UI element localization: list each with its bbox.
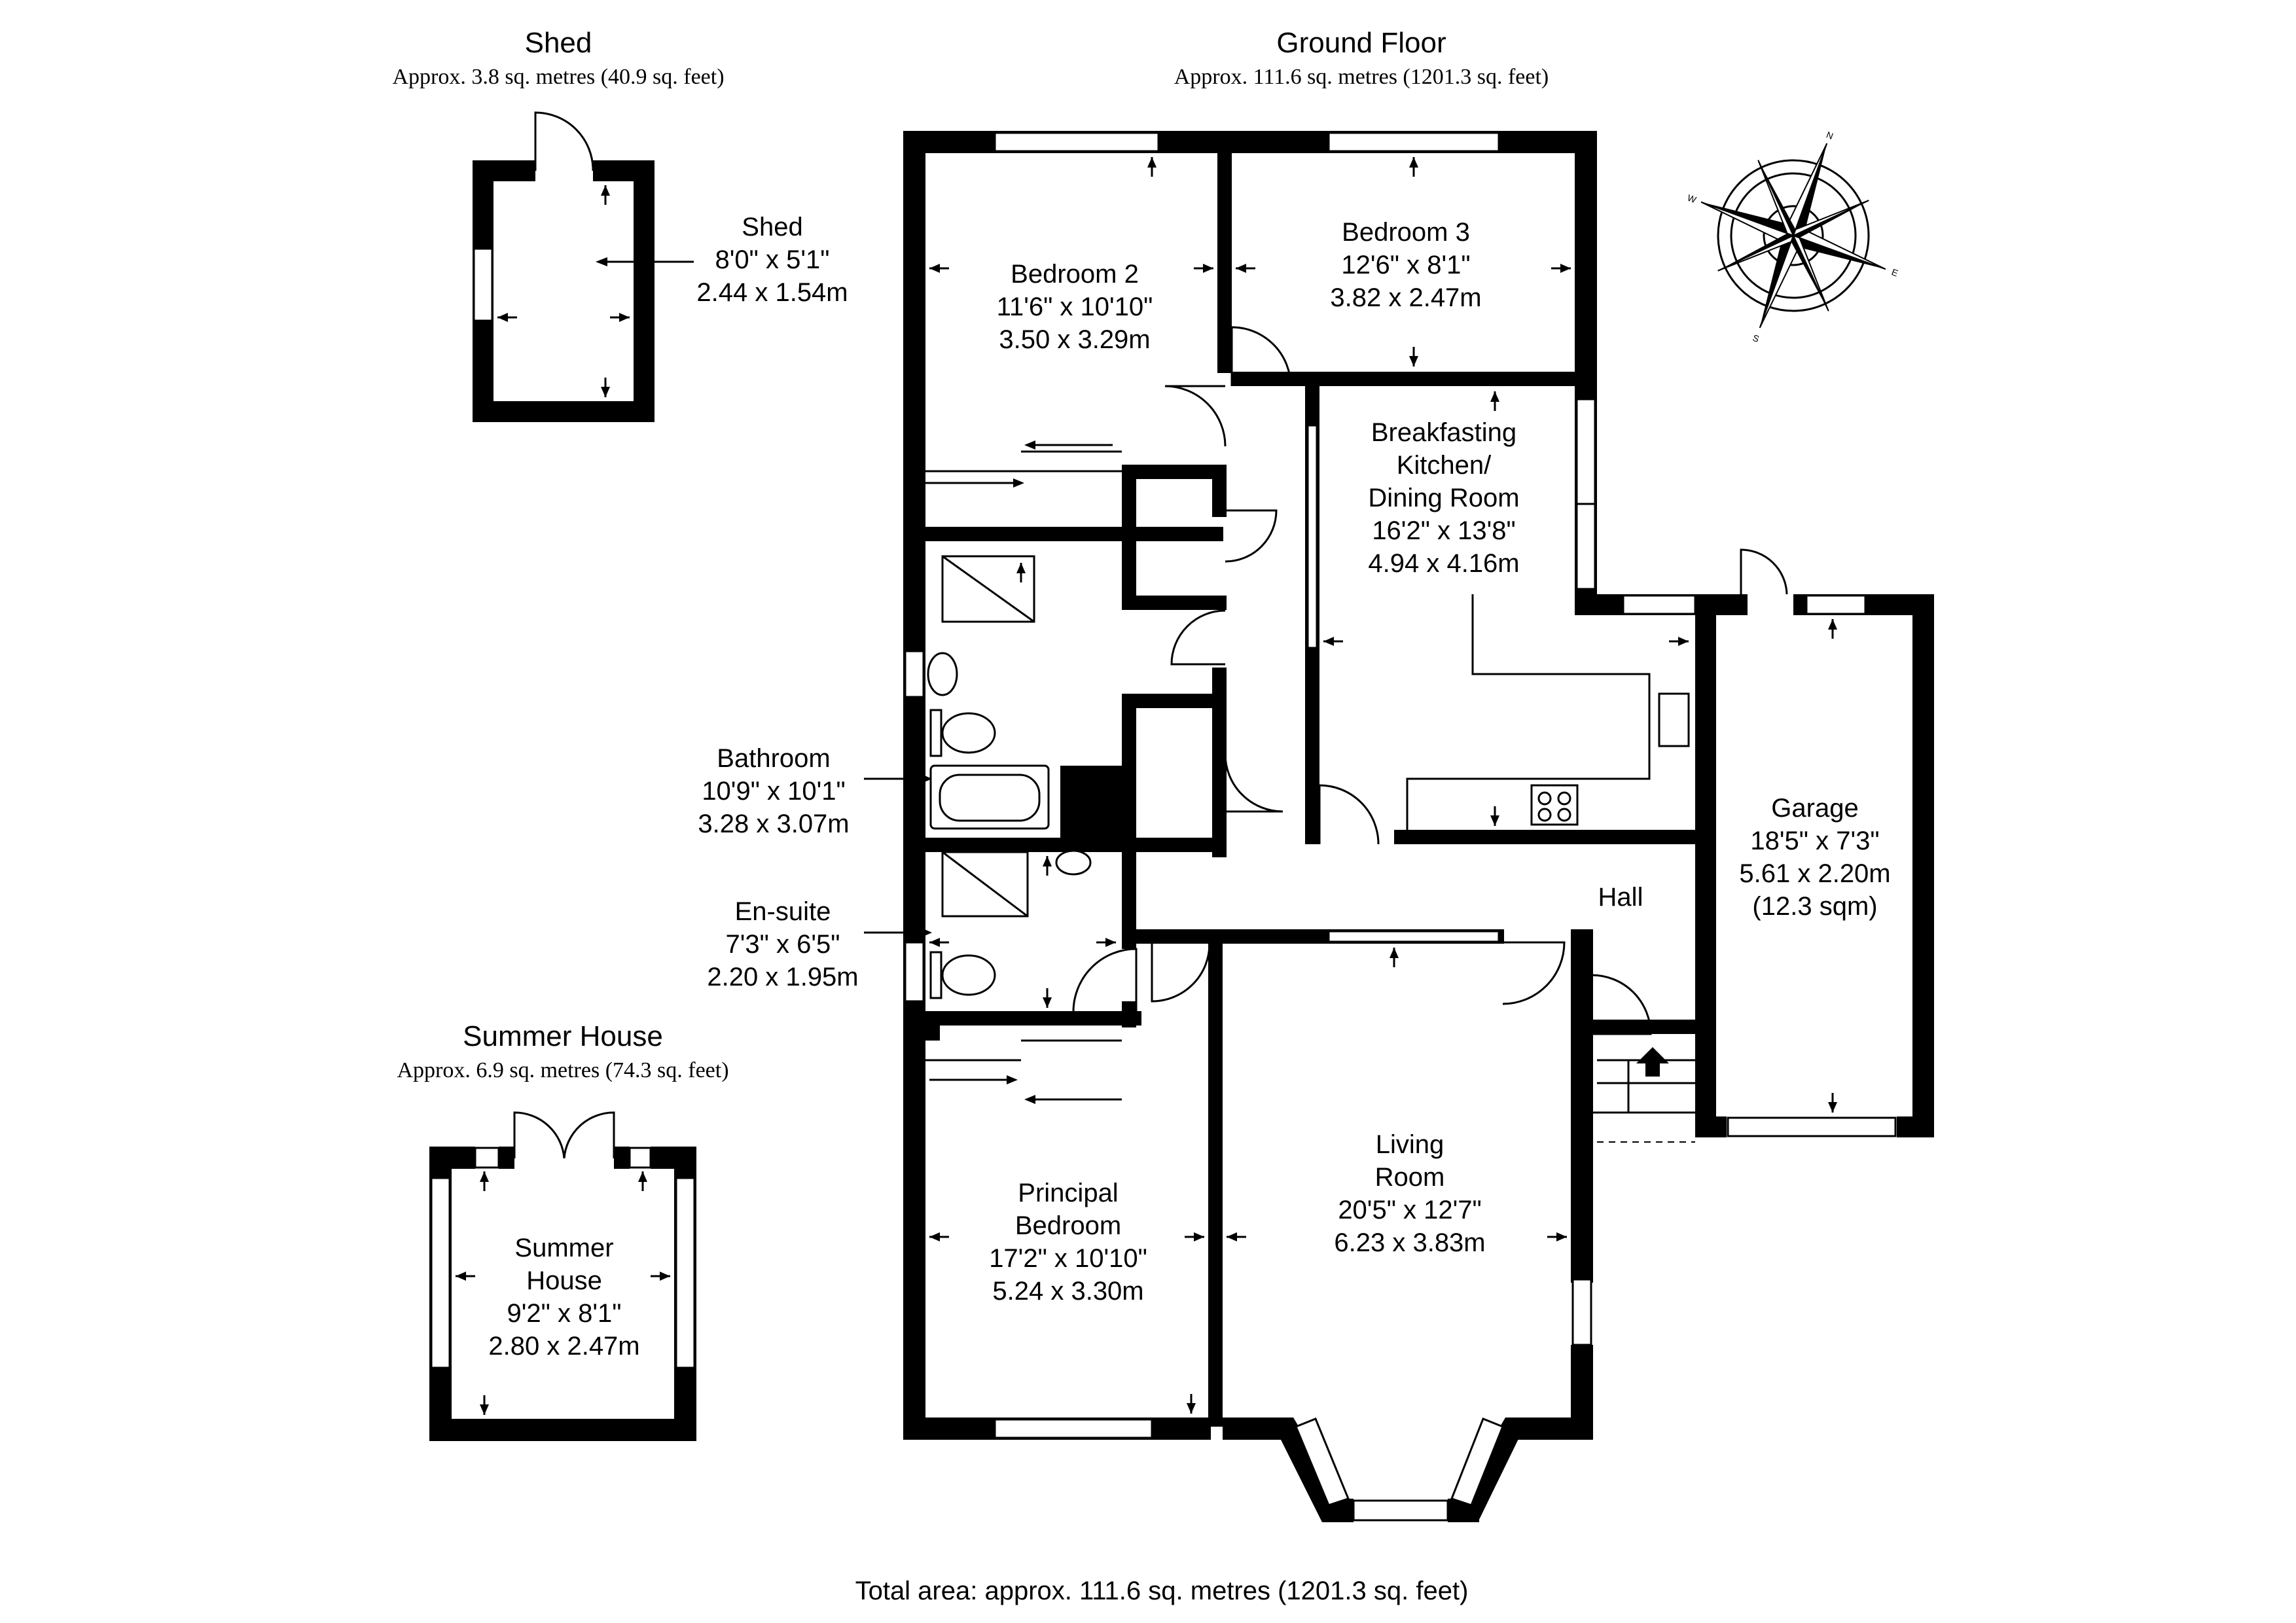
bedroom2-name: Bedroom 2 [1011, 260, 1139, 289]
shed-title: Shed [525, 27, 592, 59]
compass-s: S [1751, 332, 1761, 344]
dimension-arrows [864, 156, 1839, 1415]
ground-floor-area: Approx. 111.6 sq. metres (1201.3 sq. fee… [1174, 65, 1549, 89]
bathroom-metric: 3.28 x 3.07m [698, 810, 849, 838]
doors [1072, 326, 1788, 1114]
summer-house-name-line1: Summer [514, 1234, 613, 1262]
summer-house-name-line2: House [526, 1266, 602, 1295]
bedroom3-imperial: 12'6" x 8'1" [1341, 251, 1470, 279]
ensuite-imperial: 7'3" x 6'5" [726, 930, 840, 959]
kitchen-name-line2: Kitchen/ [1397, 451, 1492, 480]
garage-extra: (12.3 sqm) [1752, 892, 1877, 921]
bathroom-name: Bathroom [717, 744, 830, 773]
ground-floor-walls [903, 131, 1934, 1522]
hall-name: Hall [1598, 883, 1643, 912]
principal-imperial: 17'2" x 10'10" [989, 1244, 1147, 1273]
summer-house-imperial: 9'2" x 8'1" [507, 1299, 622, 1328]
shed-label-imperial: 8'0" x 5'1" [715, 245, 830, 274]
garage-imperial: 18'5" x 7'3" [1750, 827, 1879, 855]
living-imperial: 20'5" x 12'7" [1338, 1196, 1481, 1224]
kitchen-name-line1: Breakfasting [1371, 418, 1516, 447]
kitchen-imperial: 16'2" x 13'8" [1372, 516, 1515, 545]
ensuite-metric: 2.20 x 1.95m [707, 963, 858, 991]
ensuite-name: En-suite [735, 897, 831, 926]
entrance-steps [1597, 1047, 1695, 1143]
principal-metric: 5.24 x 3.30m [992, 1277, 1143, 1306]
bedroom3-name: Bedroom 3 [1342, 218, 1470, 247]
bathroom-imperial: 10'9" x 10'1" [702, 777, 845, 806]
wardrobes [925, 440, 1122, 1104]
bedroom3-metric: 3.82 x 2.47m [1330, 283, 1481, 312]
shed-area: Approx. 3.8 sq. metres (40.9 sq. feet) [392, 65, 724, 89]
garage-metric: 5.61 x 2.20m [1739, 859, 1890, 888]
kitchen-metric: 4.94 x 4.16m [1368, 549, 1519, 578]
compass-rose-icon: N E S W [1686, 130, 1899, 344]
bedroom2-imperial: 11'6" x 10'10" [997, 293, 1153, 321]
compass-e: E [1890, 266, 1899, 278]
living-name-line1: Living [1376, 1130, 1444, 1159]
summer-house-metric: 2.80 x 2.47m [488, 1332, 639, 1361]
shed-label-metric: 2.44 x 1.54m [696, 278, 848, 307]
compass-n: N [1825, 130, 1835, 141]
total-area: Total area: approx. 111.6 sq. metres (12… [855, 1577, 1469, 1605]
summer-house-plan [429, 1111, 696, 1441]
compass-w: W [1686, 192, 1698, 205]
bathroom-fixtures [927, 555, 1092, 999]
garage-name: Garage [1771, 794, 1858, 823]
living-name-line2: Room [1375, 1163, 1445, 1192]
summer-house-area: Approx. 6.9 sq. metres (74.3 sq. feet) [397, 1058, 728, 1082]
ground-floor-windows [904, 132, 1897, 1522]
summer-house-title: Summer House [463, 1020, 663, 1052]
shed-plan [473, 111, 694, 422]
living-metric: 6.23 x 3.83m [1334, 1228, 1485, 1257]
ground-floor-title: Ground Floor [1276, 27, 1446, 59]
principal-name-line2: Bedroom [1015, 1211, 1121, 1240]
principal-name-line1: Principal [1018, 1179, 1118, 1207]
kitchen-name-line3: Dining Room [1368, 484, 1519, 512]
shed-label-name: Shed [742, 213, 802, 241]
bedroom2-metric: 3.50 x 3.29m [999, 325, 1150, 354]
kitchen-units [1406, 594, 1690, 830]
